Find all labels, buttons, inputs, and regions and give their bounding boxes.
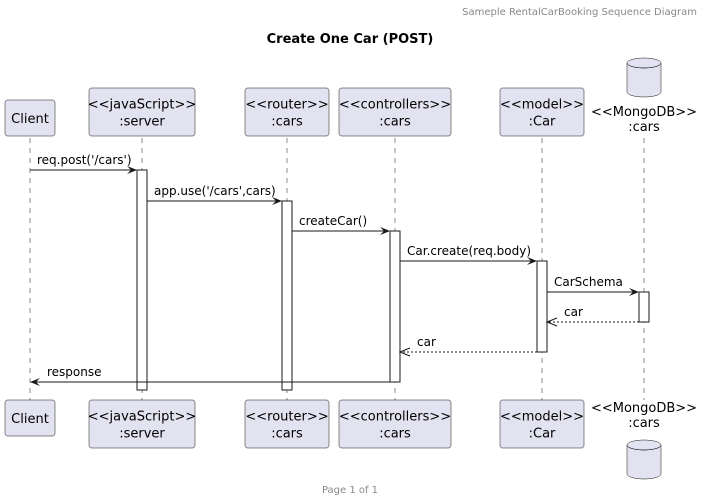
- arrowhead: [398, 347, 411, 357]
- arrowhead: [127, 166, 137, 174]
- message-server-to-router: app.use('/cars',cars): [147, 184, 282, 205]
- mongodb-participant-bottom: <<MongoDB>>:cars: [591, 401, 697, 480]
- server-label-line: <<javaScript>>: [88, 98, 197, 113]
- router-participant-top: <<router>> :cars: [244, 87, 330, 137]
- model-box: [499, 87, 585, 137]
- database-icon: [626, 439, 662, 480]
- participants: ClientClient<<javaScript>>:server<<javaS…: [4, 57, 697, 480]
- message-label: Car.create(req.body): [407, 244, 531, 258]
- server-participant-bottom: <<javaScript>> :server: [88, 399, 197, 449]
- message-label: car: [564, 305, 583, 319]
- server-participant-top: <<javaScript>> :server: [88, 87, 197, 137]
- message-label: app.use('/cars',cars): [154, 184, 276, 198]
- server-label-line: <<javaScript>>: [88, 410, 197, 425]
- server-activation-bar: [136, 169, 148, 391]
- controllers-participant-top: <<controllers>> :cars: [338, 87, 452, 137]
- client-box: [4, 99, 56, 137]
- message-label: createCar(): [299, 214, 367, 228]
- server-box: [88, 399, 196, 449]
- router-label-line: :cars: [271, 115, 303, 130]
- message-model-to-mongodb: CarSchema: [547, 275, 639, 296]
- diagram-title: Create One Car (POST): [267, 32, 434, 47]
- message-label: car: [417, 335, 436, 349]
- message-label: req.post('/cars'): [37, 153, 132, 167]
- message-controllers-to-client: response: [30, 365, 390, 386]
- mongodb-participant-top: <<MongoDB>>:cars: [591, 57, 697, 135]
- mongodb-label-line: <<MongoDB>>: [591, 401, 697, 416]
- client-label-line: Client: [11, 112, 49, 127]
- model-label-line: :Car: [529, 427, 556, 442]
- client-label-line: Client: [11, 412, 49, 427]
- server-label-line: :server: [119, 115, 165, 130]
- arrowhead: [629, 288, 639, 296]
- page-footer: Page 1 of 1: [322, 485, 378, 496]
- arrowhead: [272, 197, 282, 205]
- server-label-line: :server: [119, 427, 165, 442]
- client-box: [4, 399, 56, 437]
- model-participant-bottom: <<model>> :Car: [499, 399, 585, 449]
- controllers-label-line: :cars: [379, 115, 411, 130]
- activation-bars: [136, 169, 650, 391]
- client-participant-top: Client: [4, 99, 56, 137]
- controllers-activation-bar: [389, 230, 401, 383]
- message-router-to-controllers: createCar(): [292, 214, 390, 235]
- model-activation-bar: [536, 260, 548, 353]
- arrowhead: [527, 257, 537, 265]
- messages: req.post('/cars') app.use('/cars',cars) cr…: [30, 153, 639, 386]
- controllers-box: [338, 87, 452, 137]
- server-box: [88, 87, 196, 137]
- arrowhead: [380, 227, 390, 235]
- model-participant-top: <<model>> :Car: [499, 87, 585, 137]
- controllers-label-line: <<controllers>>: [339, 98, 451, 113]
- model-label-line: <<model>>: [500, 98, 584, 113]
- router-participant-bottom: <<router>> :cars: [244, 399, 330, 449]
- controllers-participant-bottom: <<controllers>> :cars: [338, 399, 452, 449]
- client-participant-bottom: Client: [4, 399, 56, 437]
- mongodb-label-line: :cars: [628, 416, 660, 431]
- arrowhead: [545, 317, 558, 327]
- mongodb-label-line: :cars: [628, 120, 660, 135]
- model-label-line: <<model>>: [500, 410, 584, 425]
- model-label-line: :Car: [529, 115, 556, 130]
- controllers-box: [338, 399, 452, 449]
- router-label-line: <<router>>: [245, 98, 328, 113]
- router-label-line: :cars: [271, 427, 303, 442]
- message-client-to-server: req.post('/cars'): [30, 153, 137, 174]
- controllers-label-line: :cars: [379, 427, 411, 442]
- router-activation-bar: [281, 200, 293, 391]
- database-icon: [626, 57, 662, 98]
- router-box: [244, 399, 330, 449]
- router-label-line: <<router>>: [245, 410, 328, 425]
- message-label: CarSchema: [554, 275, 623, 289]
- controllers-label-line: <<controllers>>: [339, 410, 451, 425]
- message-mongodb-to-model: car: [545, 305, 639, 327]
- message-model-to-controllers: car: [398, 335, 537, 357]
- arrowhead: [30, 378, 40, 386]
- mongodb-activation-bar: [638, 291, 650, 323]
- router-box: [244, 87, 330, 137]
- message-controllers-to-model: Car.create(req.body): [400, 244, 537, 265]
- lifelines: [29, 138, 645, 400]
- message-label: response: [47, 365, 102, 379]
- mongodb-label-line: <<MongoDB>>: [591, 105, 697, 120]
- diagram-caption: Sameple RentalCarBooking Sequence Diagra…: [462, 7, 697, 18]
- model-box: [499, 399, 585, 449]
